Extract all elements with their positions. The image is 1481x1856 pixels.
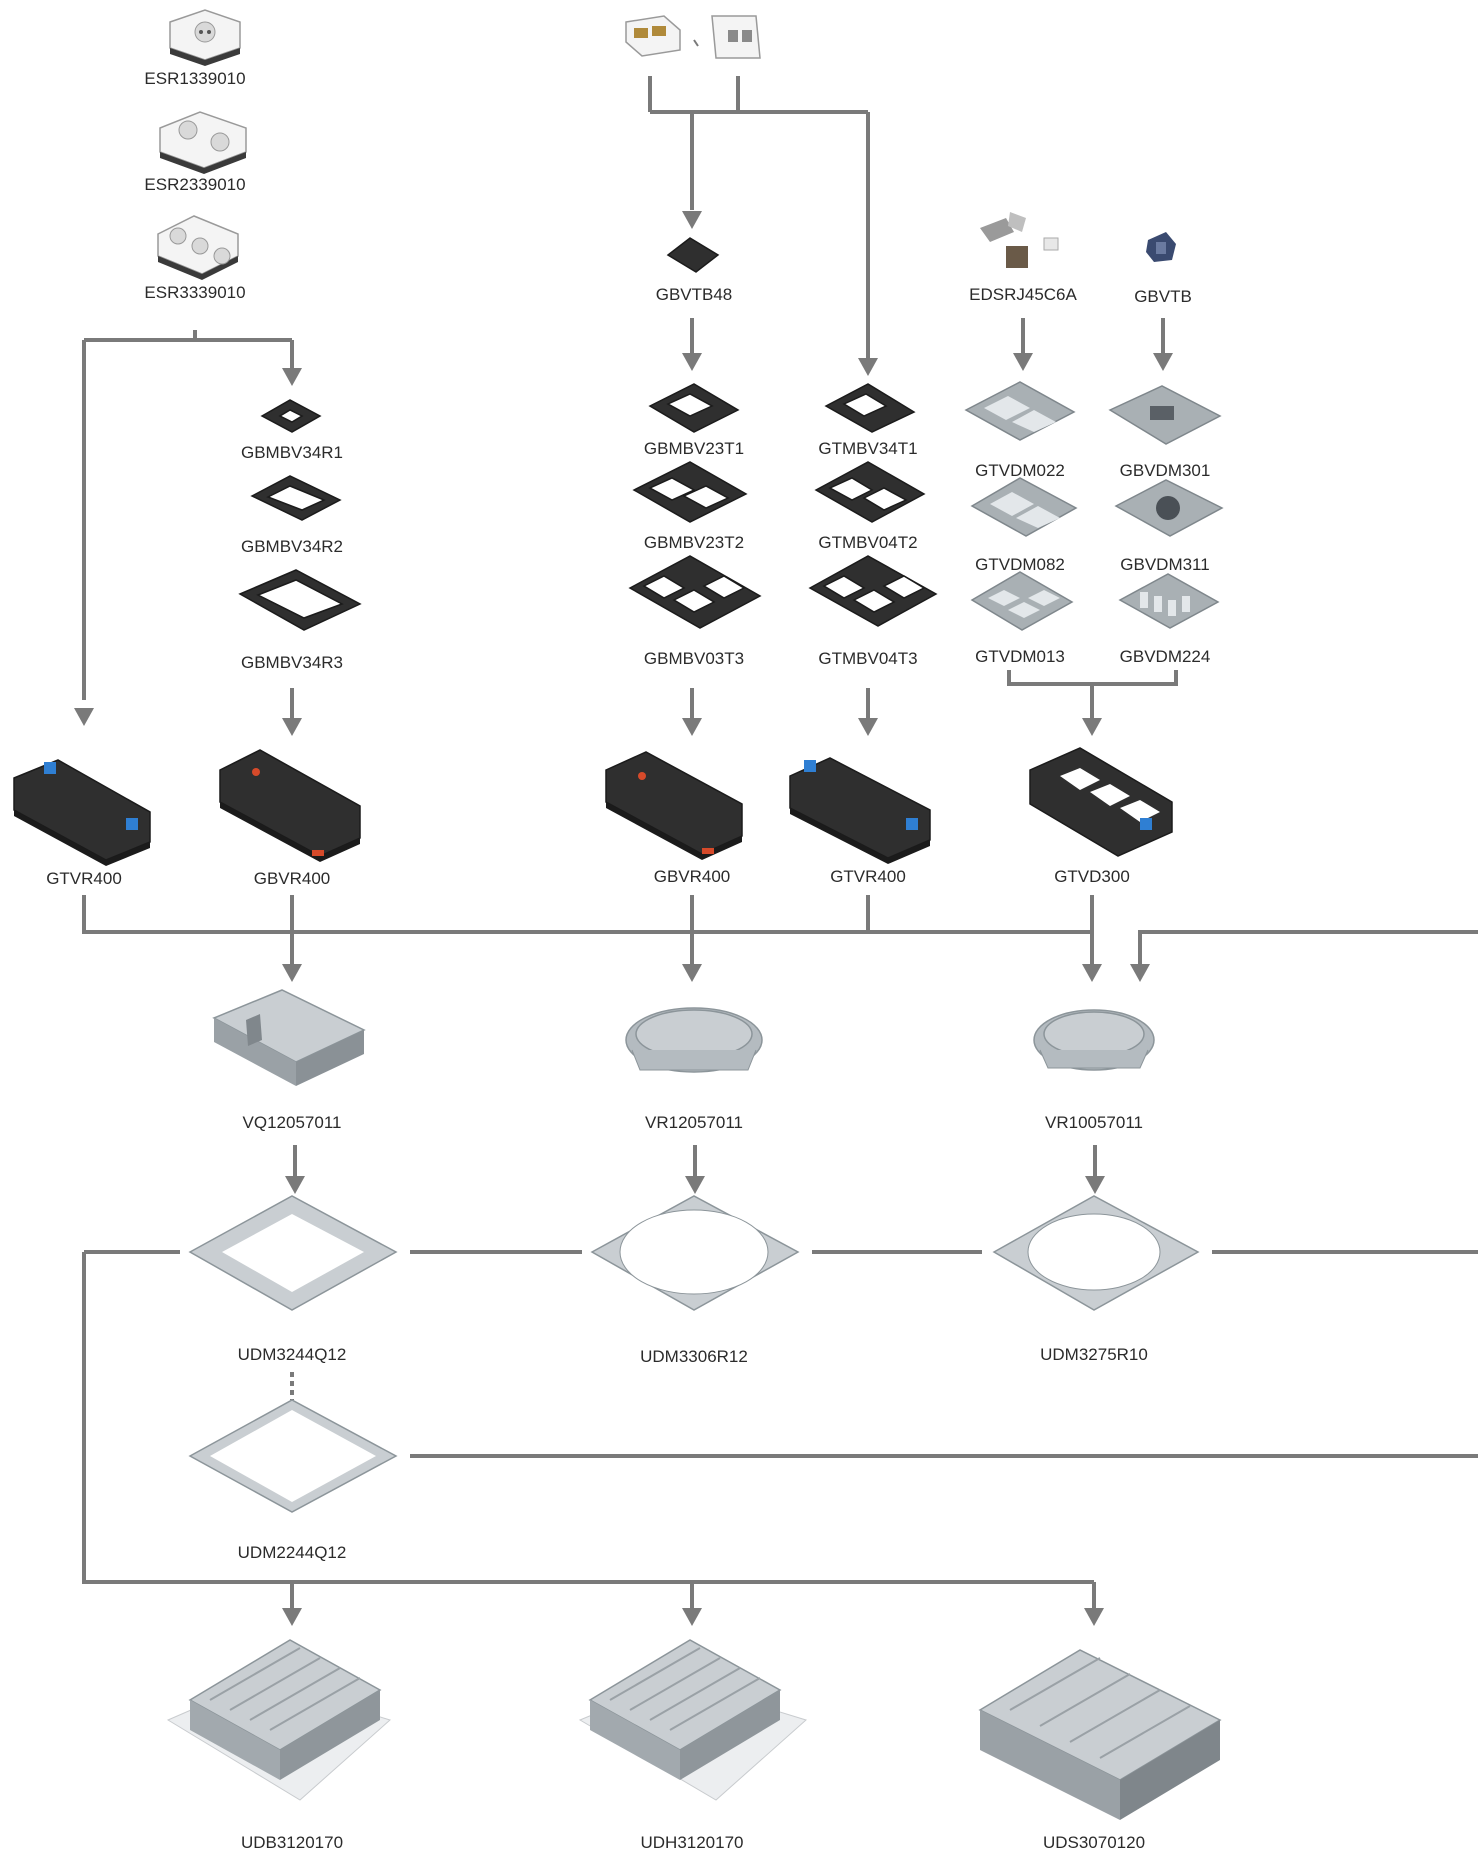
label-esr1339010: ESR1339010 [144, 69, 245, 88]
gtvr400-box-icon-center [789, 757, 931, 864]
label-uds3070120: UDS3070120 [1043, 1833, 1145, 1852]
udh3120170-tray-icon [578, 1639, 807, 1801]
label-gtvdm013: GTVDM013 [975, 647, 1065, 666]
label-gtmbv04t3: GTMBV04T3 [818, 649, 917, 668]
label-gtvd300: GTVD300 [1054, 867, 1130, 886]
gbvdm224-plate-icon [1118, 573, 1220, 629]
gbmbv34r3-frame-icon [238, 569, 362, 631]
label-gbvdm224: GBVDM224 [1120, 647, 1211, 666]
gbmbv03t3-frame-icon [628, 555, 762, 629]
data-outlet-module-icon [625, 15, 681, 57]
gbmbv23t1-frame-icon [648, 383, 740, 433]
socket-triple-icon [157, 215, 239, 280]
label-gbvdm301: GBVDM301 [1120, 461, 1211, 480]
label-gtmbv04t2: GTMBV04T2 [818, 533, 917, 552]
label-udm2244q12: UDM2244Q12 [238, 1543, 347, 1562]
gbvtb48-cover-icon [666, 237, 720, 273]
label-gbmbv34r3: GBMBV34R3 [241, 653, 343, 672]
label-udm3306r12: UDM3306R12 [640, 1347, 748, 1366]
gtvr400-box-icon-left [13, 759, 151, 866]
label-vr10057011: VR10057011 [1045, 1113, 1143, 1132]
gbvr400-box-icon-center [605, 751, 743, 860]
gbvr400-box-icon-left [219, 749, 361, 862]
label-esr2339010: ESR2339010 [144, 175, 245, 194]
gtvd300-box-icon [1029, 747, 1173, 857]
socket-double-icon [159, 111, 247, 174]
udb3120170-tray-icon [166, 1639, 391, 1801]
label-edsrj45c6a: EDSRJ45C6A [969, 285, 1077, 304]
label-gtmbv34t1: GTMBV34T1 [818, 439, 917, 458]
product-labels: ESR1339010 ESR2339010 ESR3339010 GBVTB48… [46, 69, 1210, 1852]
label-gbmbv23t2: GBMBV23T2 [644, 533, 744, 552]
label-gbmbv03t3: GBMBV03T3 [644, 649, 744, 668]
uds3070120-tray-icon [978, 1649, 1222, 1820]
label-udh3120170: UDH3120170 [640, 1833, 743, 1852]
label-gbvtb: GBVTB [1134, 287, 1192, 306]
label-gtvdm082: GTVDM082 [975, 555, 1065, 574]
gbmbv23t2-frame-icon [632, 461, 748, 523]
label-gbvr400-left: GBVR400 [254, 869, 331, 888]
gtmbv04t2-frame-icon [814, 461, 926, 523]
gbmbv34r1-frame-icon [260, 399, 322, 433]
socket-single-icon [169, 9, 241, 66]
label-gbmbv34r1: GBMBV34R1 [241, 443, 343, 462]
udm2244q12-frame-icon [188, 1399, 398, 1513]
connector-lines [74, 39, 1478, 1626]
udm3306r12-frame-icon [590, 1195, 800, 1311]
label-esr3339010: ESR3339010 [144, 283, 245, 302]
gtvdm022-plate-icon [964, 381, 1076, 441]
gtvdm082-plate-icon [970, 477, 1078, 537]
vq12057011-floorbox-icon [212, 989, 366, 1086]
vr12057011-floorbox-icon [625, 1007, 763, 1073]
label-gbvdm311: GBVDM311 [1120, 555, 1209, 574]
udm3244q12-frame-icon [188, 1195, 398, 1311]
udm3275r10-frame-icon [992, 1195, 1200, 1311]
label-vr12057011: VR12057011 [645, 1113, 743, 1132]
vr10057011-floorbox-icon [1033, 1009, 1155, 1071]
label-udm3275r10: UDM3275R10 [1040, 1345, 1148, 1364]
label-gtvr400-left: GTVR400 [46, 869, 122, 888]
gtvdm013-plate-icon [970, 571, 1074, 631]
gtmbv04t3-frame-icon [808, 555, 938, 627]
gtmbv34t1-frame-icon [824, 383, 916, 433]
gbvdm301-plate-icon [1108, 385, 1222, 445]
label-udm3244q12: UDM3244Q12 [238, 1345, 347, 1364]
label-udb3120170: UDB3120170 [241, 1833, 343, 1852]
label-gbvr400-center: GBVR400 [654, 867, 731, 886]
label-gtvdm022: GTVDM022 [975, 461, 1065, 480]
rj45-connector-icon [980, 212, 1059, 268]
label-gbmbv34r2: GBMBV34R2 [241, 537, 343, 556]
label-vq12057011: VQ12057011 [243, 1113, 342, 1132]
label-gbvtb48: GBVTB48 [656, 285, 733, 304]
gbvdm311-plate-icon [1114, 479, 1224, 537]
gbmbv34r2-frame-icon [250, 475, 342, 521]
label-gtvr400-center: GTVR400 [830, 867, 906, 886]
gbvtb-connector-icon [1146, 232, 1176, 262]
data-outlet-cover-icon [711, 15, 761, 59]
label-gbmbv23t1: GBMBV23T1 [644, 439, 744, 458]
